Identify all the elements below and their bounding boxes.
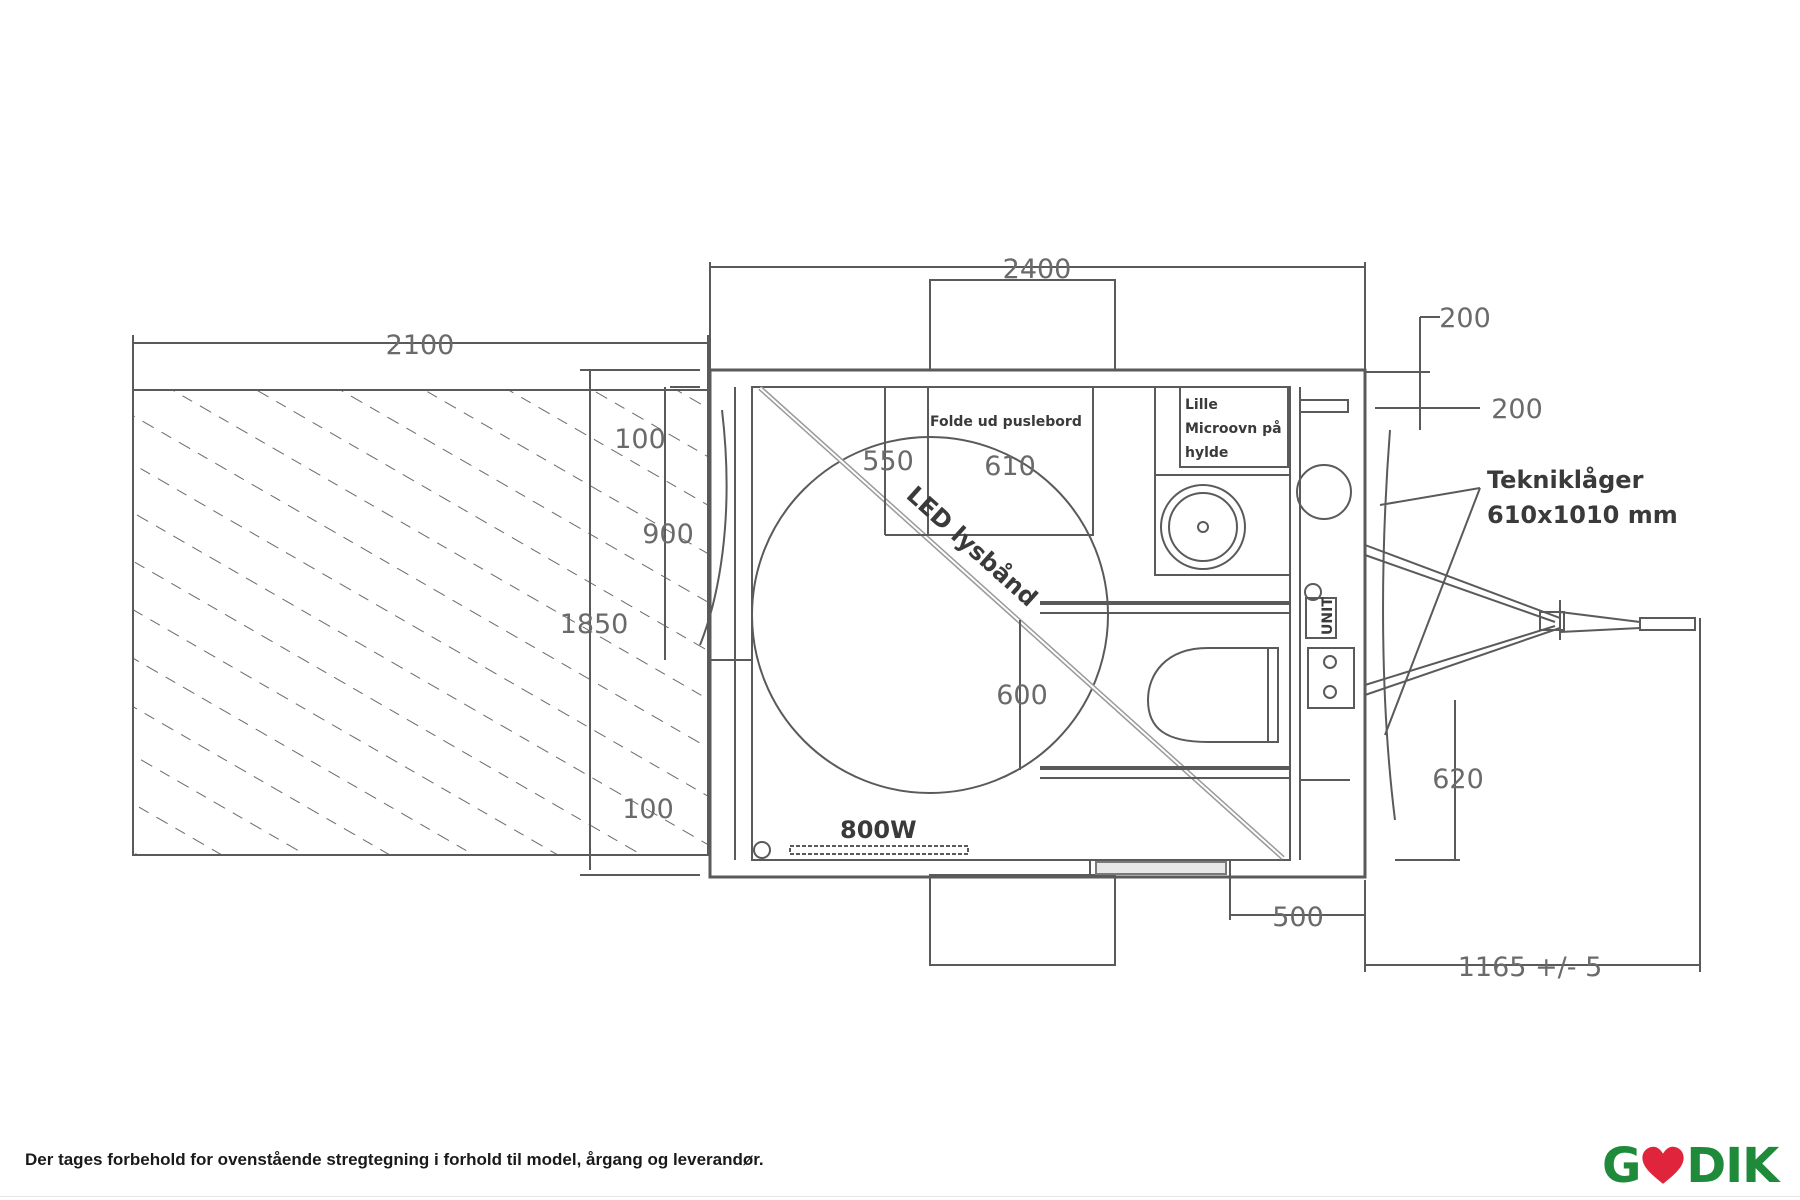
tent-area (132, 389, 709, 856)
left-door-swing (699, 409, 728, 646)
label-tech-hatch-2: 610x1010 mm (1487, 501, 1678, 529)
tech-hatch-curve (1382, 429, 1396, 821)
dim-1850: 1850 (560, 609, 629, 640)
dim-600: 600 (996, 680, 1048, 711)
sink-bowl (1160, 484, 1246, 570)
dim-200-top: 200 (1439, 303, 1491, 334)
label-microwave-1: Lille (1185, 397, 1218, 413)
label-tech-hatch-1: Tekniklåger (1487, 465, 1644, 494)
dim-100-top: 100 (614, 424, 666, 455)
heart-icon (1642, 1146, 1685, 1184)
sink-cabinet (1154, 474, 1291, 576)
dim-drawbar: 1165 +/- 5 (1458, 952, 1603, 983)
tow-hitch (1639, 617, 1696, 631)
dim-610: 610 (984, 451, 1036, 482)
logo-letter-left: G (1602, 1138, 1641, 1194)
label-microwave-3: hylde (1185, 445, 1228, 461)
label-heater: 800W (840, 816, 917, 844)
turning-circle (751, 436, 1109, 794)
logo-letters-right: DIK (1686, 1138, 1779, 1194)
tech-panel (1307, 647, 1355, 709)
top-step (929, 279, 1116, 371)
dim-total-width: 2400 (1003, 254, 1072, 285)
microwave-shelf (1179, 386, 1289, 468)
bottom-divider (0, 1196, 1800, 1197)
label-fold-table: Folde ud puslebord (930, 414, 1082, 430)
label-microwave-2: Microovn på (1185, 420, 1282, 437)
trailer-outer-wall (708, 368, 1367, 879)
dim-100-bottom: 100 (622, 794, 674, 825)
bottom-step (929, 874, 1116, 966)
tech-tank (1296, 464, 1352, 520)
label-unit-tag: UNIT (1320, 597, 1336, 635)
godik-logo[interactable]: G DIK (1602, 1138, 1779, 1194)
heater (789, 845, 969, 855)
dim-900: 900 (642, 519, 694, 550)
dim-500: 500 (1272, 902, 1324, 933)
dim-620: 620 (1432, 764, 1484, 795)
toilet-bowl (1146, 647, 1269, 743)
bottom-door (1089, 859, 1231, 878)
dim-550: 550 (862, 446, 914, 477)
disclaimer-text: Der tages forbehold for ovenstående stre… (25, 1150, 764, 1169)
fold-table (927, 386, 1094, 536)
label-led-strip: LED lysbånd (901, 480, 1044, 612)
dim-200-inner: 200 (1491, 394, 1543, 425)
dim-tent-width: 2100 (386, 330, 455, 361)
